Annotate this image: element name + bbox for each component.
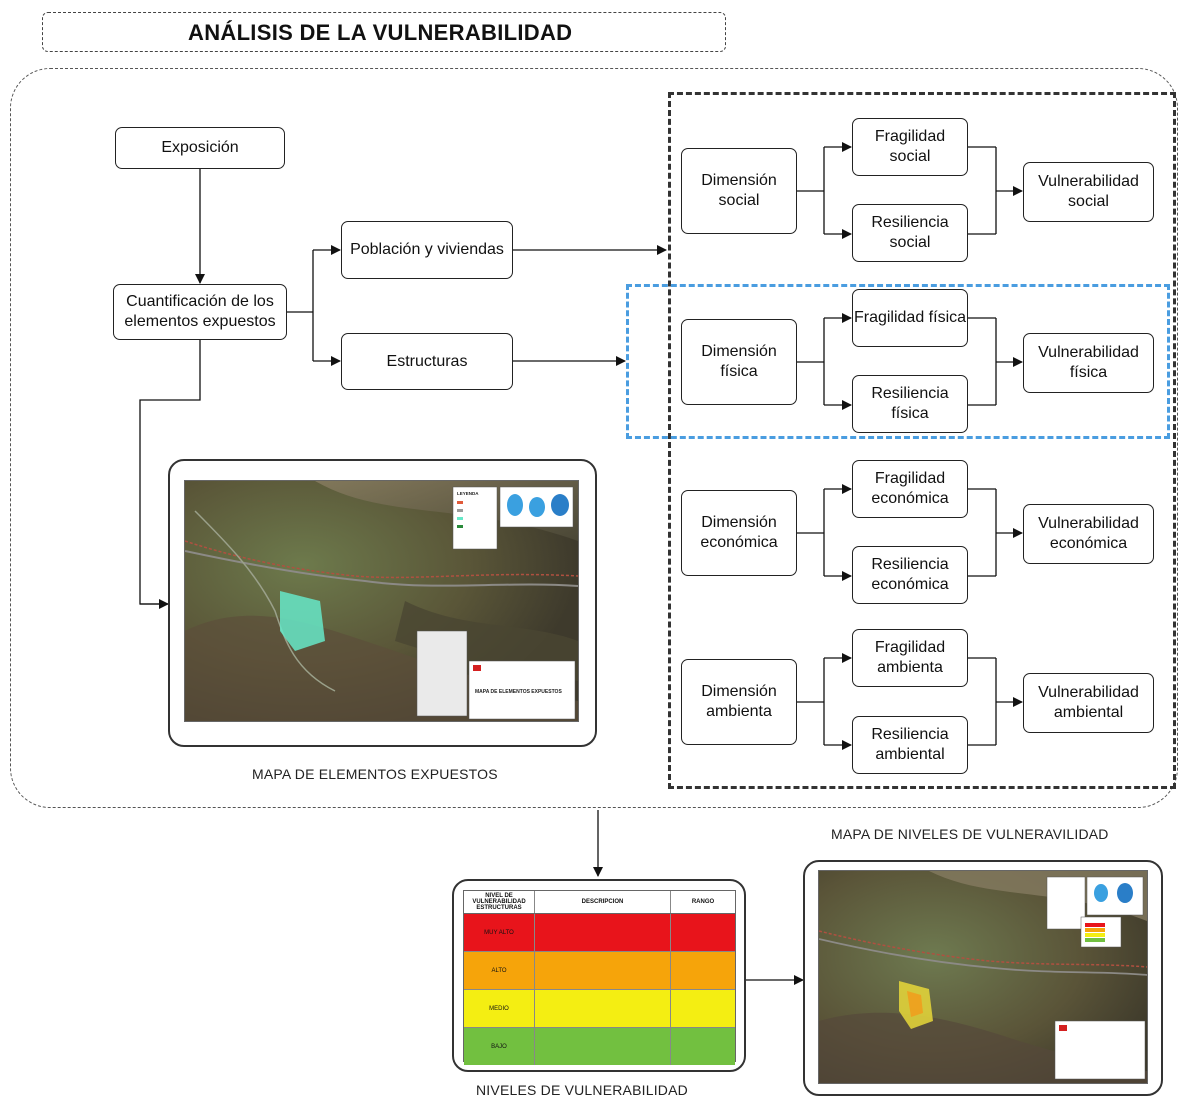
- node-vuln-ambiental: Vulnerabilidad ambiental: [1023, 673, 1154, 733]
- table-row: MEDIO: [464, 990, 735, 1028]
- diagram-title: ANÁLISIS DE LA VULNERABILIDAD: [188, 20, 573, 45]
- node-poblacion: Población y viviendas: [341, 221, 513, 279]
- physical-dimension-highlight: [626, 284, 1170, 439]
- table-row: BAJO: [464, 1028, 735, 1065]
- table-row: ALTO: [464, 952, 735, 990]
- node-frag-economica: Fragilidad económica: [852, 460, 968, 518]
- analysis-container: [10, 68, 1178, 808]
- node-resil-ambiental: Resiliencia ambiental: [852, 716, 968, 774]
- table-row: MUY ALTO: [464, 914, 735, 952]
- node-dim-economica: Dimensión económica: [681, 490, 797, 576]
- satellite-image-2: [819, 871, 1147, 1083]
- level-medio: MEDIO: [464, 990, 535, 1027]
- node-estructuras: Estructuras: [341, 333, 513, 390]
- title-frame: [42, 12, 726, 52]
- level-bajo: BAJO: [464, 1028, 535, 1065]
- node-dim-fisica: Dimensión física: [681, 319, 797, 405]
- node-frag-ambienta: Fragilidad ambienta: [852, 629, 968, 687]
- map-elementos-expuestos: LEYENDA MAPA DE ELEMENTOS EXPUESTOS: [184, 480, 579, 722]
- node-dim-ambienta: Dimensión ambienta: [681, 659, 797, 745]
- caption-niveles: NIVELES DE VULNERABILIDAD: [476, 1082, 688, 1098]
- node-vuln-economica: Vulnerabilidad económica: [1023, 504, 1154, 564]
- node-resil-economica: Resiliencia económica: [852, 546, 968, 604]
- level-muy-alto: MUY ALTO: [464, 914, 535, 951]
- node-exposicion: Exposición: [115, 127, 285, 169]
- dimensions-group: [668, 92, 1176, 789]
- node-resil-social: Resiliencia social: [852, 204, 968, 262]
- map-legend-label: LEYENDA: [457, 491, 479, 496]
- node-vuln-fisica: Vulnerabilidad física: [1023, 333, 1154, 393]
- node-frag-social: Fragilidad social: [852, 118, 968, 176]
- header-descripcion: DESCRIPCION: [535, 891, 671, 913]
- header-rango: RANGO: [691, 899, 715, 905]
- node-dim-social: Dimensión social: [681, 148, 797, 234]
- node-frag-fisica: Fragilidad física: [852, 289, 968, 347]
- node-resil-fisica: Resiliencia física: [852, 375, 968, 433]
- caption-mapa-elementos: MAPA DE ELEMENTOS EXPUESTOS: [252, 766, 498, 782]
- map-niveles-vulnerabilidad: [818, 870, 1148, 1084]
- level-alto: ALTO: [464, 952, 535, 989]
- caption-mapa-niveles: MAPA DE NIVELES DE VULNERAVILIDAD: [831, 826, 1109, 842]
- map1-title-label: MAPA DE ELEMENTOS EXPUESTOS: [475, 689, 562, 695]
- node-cuantificacion: Cuantificación de los elementos expuesto…: [113, 284, 287, 340]
- header-level: NIVEL DE VULNERABILIDAD ESTRUCTURAS: [464, 891, 535, 913]
- satellite-image: LEYENDA MAPA DE ELEMENTOS EXPUESTOS: [185, 481, 578, 721]
- table-header: NIVEL DE VULNERABILIDAD ESTRUCTURAS DESC…: [464, 891, 735, 914]
- node-vuln-social: Vulnerabilidad social: [1023, 162, 1154, 222]
- vulnerability-levels-table: NIVEL DE VULNERABILIDAD ESTRUCTURAS DESC…: [463, 890, 736, 1065]
